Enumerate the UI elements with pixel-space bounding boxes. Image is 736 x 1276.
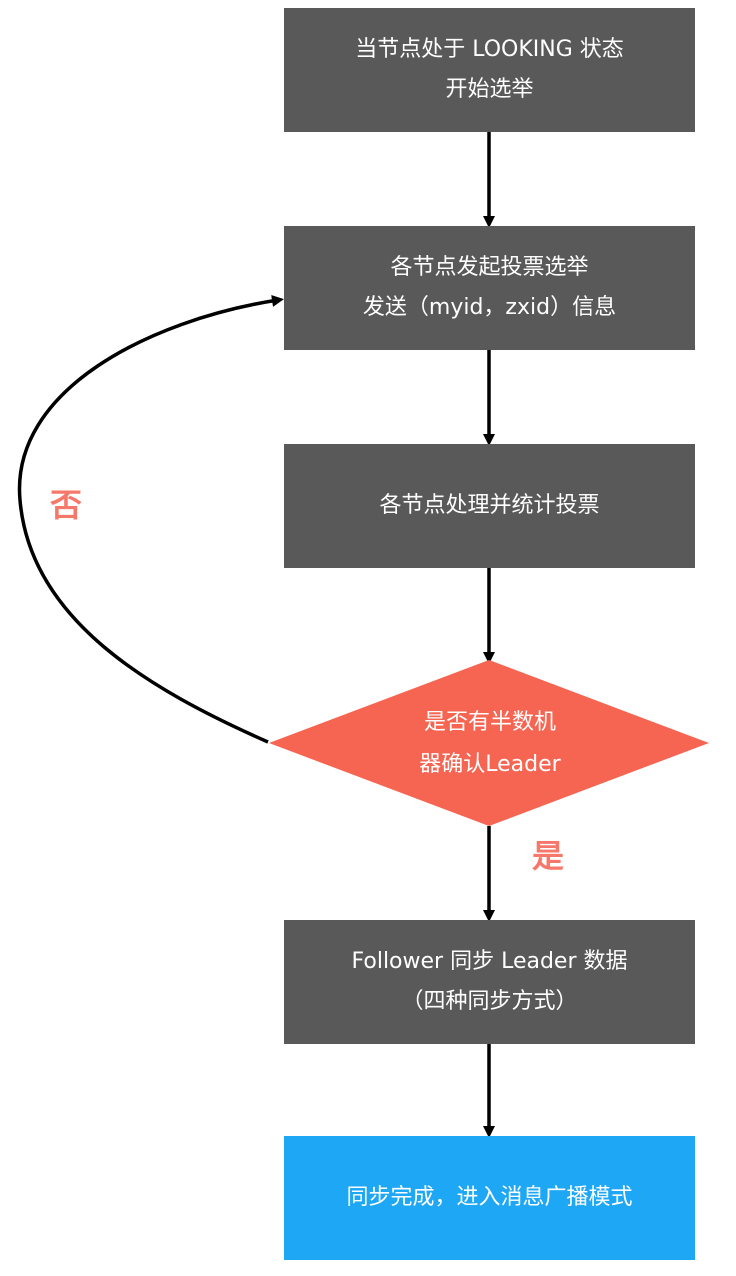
sync-line1: Follower 同步 Leader 数据	[351, 949, 628, 974]
send-vote-line2: 发送（myid，zxid）信息	[362, 295, 617, 320]
count-vote-node: 各节点处理并统计投票	[284, 444, 695, 568]
decision-diamond	[269, 660, 709, 826]
start-node-line2: 开始选举	[445, 77, 534, 102]
arrow-decision-loop-back	[17, 295, 284, 744]
sync-leader-node: Follower 同步 Leader 数据 （四种同步方式）	[284, 920, 695, 1044]
send-vote-line1: 各节点发起投票选举	[390, 255, 589, 280]
send-vote-node: 各节点发起投票选举 发送（myid，zxid）信息	[284, 226, 695, 350]
decision-node-text: 是否有半数机 器确认Leader	[380, 702, 600, 786]
edge-label-yes: 是	[532, 837, 565, 875]
count-vote-line1: 各节点处理并统计投票	[379, 493, 600, 518]
decision-line2: 器确认Leader	[419, 752, 561, 777]
start-node-line1: 当节点处于 LOOKING 状态	[355, 37, 624, 62]
start-looking-node: 当节点处于 LOOKING 状态 开始选举	[284, 8, 695, 132]
edge-label-no: 否	[50, 486, 83, 524]
decision-line1: 是否有半数机	[423, 710, 556, 735]
broadcast-mode-node: 同步完成，进入消息广播模式	[284, 1136, 695, 1260]
sync-line2: （四种同步方式）	[401, 989, 578, 1014]
done-line1: 同步完成，进入消息广播模式	[346, 1185, 633, 1210]
